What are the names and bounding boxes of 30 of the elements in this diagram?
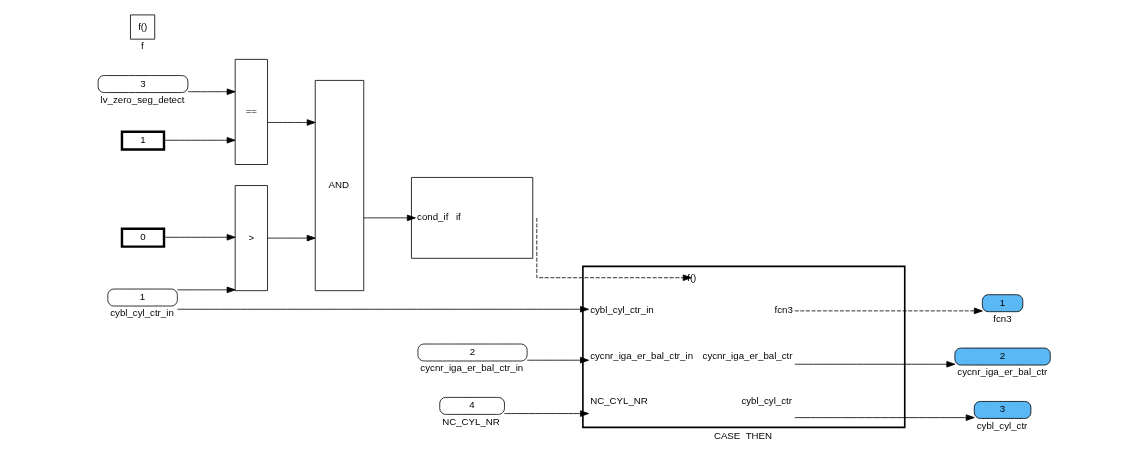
arrow	[164, 137, 236, 144]
node-box: ==	[234, 59, 268, 165]
arrow	[504, 410, 589, 417]
arrow	[536, 217, 692, 281]
arrow	[187, 88, 236, 95]
node-label: cycnr_iga_er_bal_ctr	[957, 366, 1048, 378]
node-box: AND	[314, 80, 365, 292]
node-label: cybl_cyl_ctr	[976, 419, 1028, 431]
arrow	[176, 286, 236, 294]
node-label: f	[140, 40, 144, 52]
node-label: cycnr_iga_er_bal_ctr_in	[420, 362, 524, 374]
arrow	[176, 306, 589, 313]
node-label: cybl_cyl_ctr_in	[110, 307, 174, 319]
node-label: fcn3	[993, 312, 1012, 324]
node-label: CASE THEN	[713, 430, 773, 442]
node-label: lv_zero_seg_detect	[100, 93, 185, 105]
node-box: cond_if if	[411, 177, 534, 259]
arrow	[363, 214, 416, 222]
arrow	[267, 234, 316, 242]
arrow	[164, 234, 236, 241]
node-box: >	[234, 185, 268, 292]
arrow	[794, 414, 975, 421]
node-label: NC_CYL_NR	[442, 415, 500, 427]
arrow	[794, 361, 956, 368]
arrow	[526, 356, 589, 364]
node-box: 1	[120, 130, 166, 151]
arrow	[794, 307, 983, 315]
arrow	[267, 119, 316, 126]
node-box: f()	[130, 14, 156, 40]
node-box: 0	[120, 227, 166, 248]
